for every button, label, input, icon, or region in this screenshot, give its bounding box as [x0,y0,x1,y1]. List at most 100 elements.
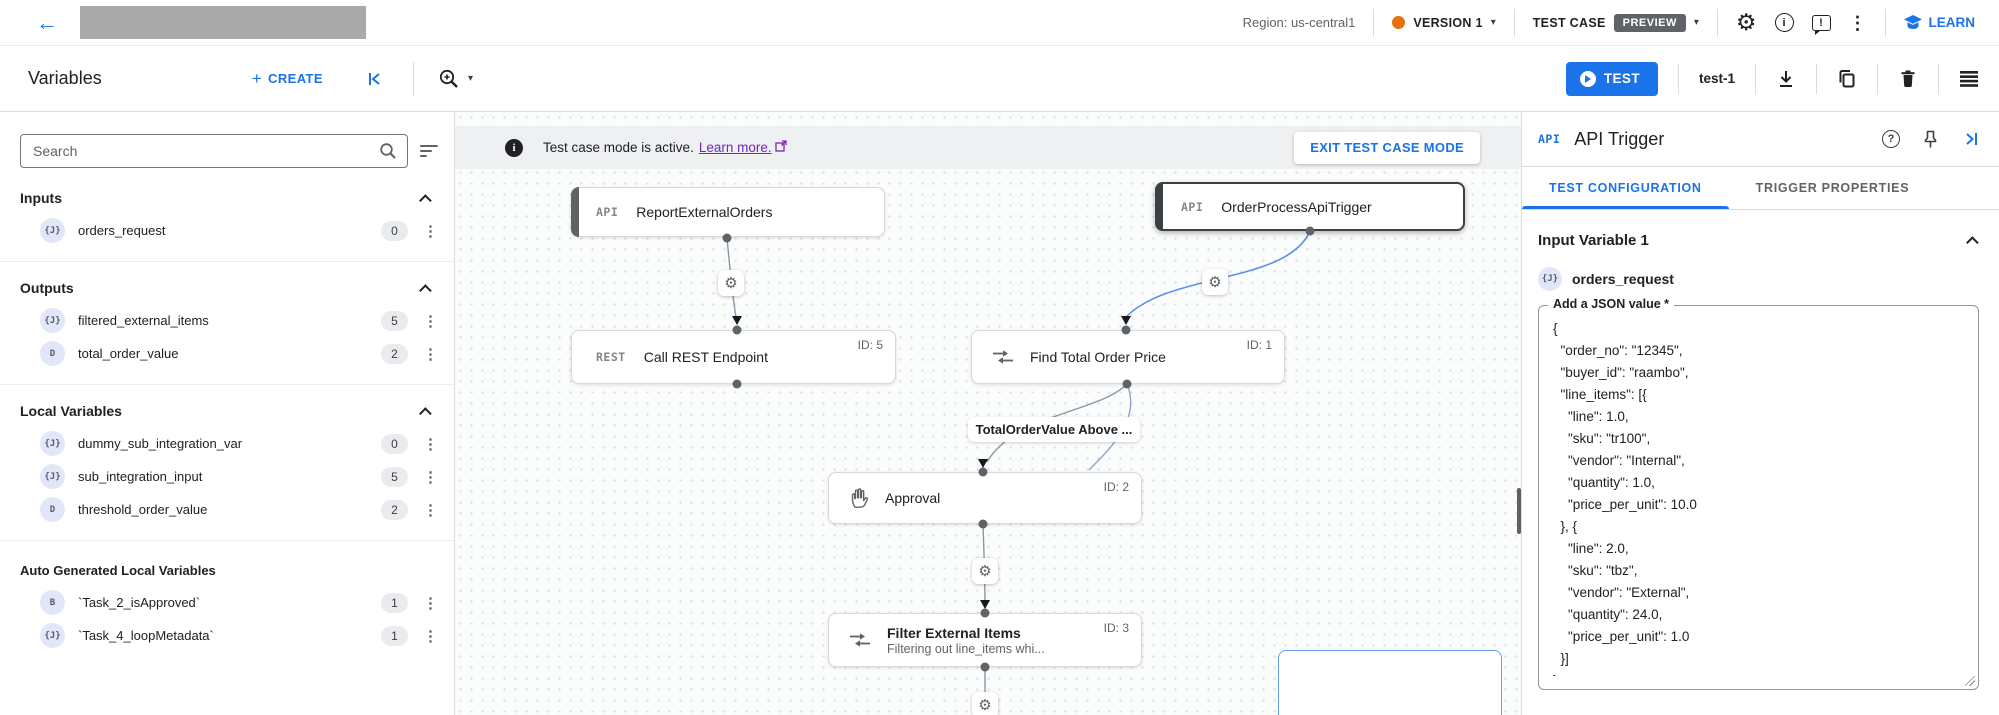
search-input-wrapper [20,134,408,168]
more-vert-icon[interactable]: ⋮ [423,501,438,519]
variable-row[interactable]: D total_order_value 2 ⋮ [0,337,454,370]
sort-icon[interactable] [420,145,438,157]
json-value-textarea[interactable]: { "order_no": "12345", "buyer_id": "raam… [1553,318,1966,676]
help-icon[interactable]: ? [1882,130,1900,148]
selection-highlight-box [1278,650,1502,715]
node-title: Call REST Endpoint [643,349,768,365]
section-title: Outputs [20,280,74,296]
more-vert-icon[interactable]: ⋮ [423,312,438,330]
more-vert-icon[interactable]: ⋮ [423,468,438,486]
variable-count-badge: 2 [381,499,408,520]
copy-icon[interactable] [1837,69,1857,89]
add-icon: + [251,68,263,88]
back-arrow-icon[interactable]: ← [36,9,58,35]
edge-condition-label[interactable]: TotalOrderValue Above ... [968,417,1140,442]
collapse-panel-left-icon[interactable] [365,69,385,89]
tab-test-configuration[interactable]: TEST CONFIGURATION [1522,167,1729,209]
more-vert-icon[interactable]: ⋮ [423,435,438,453]
node-subtitle: Filtering out line_items whi... [887,641,1045,656]
test-button-label: TEST [1603,71,1640,86]
variable-row[interactable]: {J} filtered_external_items 5 ⋮ [0,304,454,337]
api-trigger-badge: API [1538,132,1561,146]
node-report-external-orders[interactable]: API ReportExternalOrders [571,187,885,237]
chevron-up-icon [419,283,432,297]
section-header-local-variables[interactable]: Local Variables [0,385,454,427]
more-vert-icon[interactable]: ⋮ [1848,12,1867,33]
test-case-selector[interactable]: TEST CASE PREVIEW ▾ [1533,13,1699,32]
download-icon[interactable] [1776,69,1796,89]
variable-name: filtered_external_items [78,313,209,328]
search-input[interactable] [33,143,379,159]
panel-tabs: TEST CONFIGURATION TRIGGER PROPERTIES [1522,167,1999,210]
chevron-down-icon: ▾ [1693,17,1699,28]
feedback-icon[interactable]: ! [1811,14,1831,35]
create-variable-button[interactable]: + CREATE [252,69,323,89]
node-filter-external-items[interactable]: Filter External Items Filtering out line… [828,613,1142,667]
json-type-badge: {J} [40,218,65,243]
info-icon[interactable]: i [1774,13,1794,32]
settings-gear-icon[interactable]: ⚙ [1735,9,1757,35]
input-variable-section-title: Input Variable 1 [1538,232,1649,249]
node-title: Find Total Order Price [1030,349,1166,365]
resize-handle[interactable] [1965,676,1975,686]
exit-test-case-mode-button[interactable]: EXIT TEST CASE MODE [1294,131,1480,164]
edge-config-gear-icon[interactable]: ⚙ [972,692,998,715]
more-vert-icon[interactable]: ⋮ [423,345,438,363]
variable-name: `Task_4_loopMetadata` [78,628,214,643]
version-selector[interactable]: VERSION 1 ▾ [1392,16,1496,30]
json-field-label: Add a JSON value * [1548,297,1675,311]
tab-trigger-properties[interactable]: TRIGGER PROPERTIES [1755,181,1910,195]
more-vert-icon[interactable]: ⋮ [423,594,438,612]
variable-row[interactable]: {J} dummy_sub_integration_var 0 ⋮ [0,427,454,460]
variable-count-badge: 0 [381,433,408,454]
variable-name: orders_request [1572,271,1674,287]
json-type-badge: {J} [40,308,65,333]
divider [0,261,454,262]
divider [1513,8,1515,37]
top-app-bar: ← Region: us-central1 VERSION 1 ▾ TEST C… [0,0,1999,46]
chevron-up-icon[interactable] [1966,236,1979,249]
variable-count-badge: 5 [381,466,408,487]
collapse-panel-right-icon[interactable] [1961,129,1981,149]
variable-row[interactable]: D threshold_order_value 2 ⋮ [0,493,454,526]
node-title: Filter External Items [887,624,1021,641]
zoom-control[interactable]: ▾ [438,68,473,90]
node-call-rest-endpoint[interactable]: REST Call REST Endpoint ID: 5 [571,330,896,384]
more-vert-icon[interactable]: ⋮ [423,222,438,240]
info-icon: i [505,138,523,157]
learn-more-link[interactable]: Learn more. [698,140,772,155]
section-header-auto-generated: Auto Generated Local Variables [0,541,454,586]
learn-button[interactable]: LEARN [1903,15,1975,30]
canvas-scrollbar-thumb[interactable] [1517,488,1521,534]
variable-row[interactable]: {J} orders_request 0 ⋮ [0,214,454,247]
region-label: Region: us-central1 [1242,15,1356,30]
node-find-total-order-price[interactable]: Find Total Order Price ID: 1 [971,330,1285,384]
pin-icon[interactable] [1922,130,1939,149]
chevron-down-icon: ▾ [1490,17,1496,28]
edge-config-gear-icon[interactable]: ⚙ [972,558,998,584]
delete-icon[interactable] [1898,69,1918,89]
dense-menu-icon[interactable] [1959,70,1979,88]
trigger-accent-bar [1155,182,1163,231]
variable-row[interactable]: {J} `Task_4_loopMetadata` 1 ⋮ [0,619,454,652]
api-trigger-badge: API [596,205,619,219]
more-vert-icon[interactable]: ⋮ [423,627,438,645]
node-approval[interactable]: Approval ID: 2 [828,472,1142,524]
integration-canvas[interactable]: i Test case mode is active. Learn more. … [455,112,1521,715]
variable-name: `Task_2_isApproved` [78,595,201,610]
variable-row[interactable]: B `Task_2_isApproved` 1 ⋮ [0,586,454,619]
variable-row[interactable]: {J} sub_integration_input 5 ⋮ [0,460,454,493]
test-button[interactable]: TEST [1565,61,1658,96]
integration-title-redacted [80,6,366,39]
section-header-inputs[interactable]: Inputs [0,172,454,214]
node-order-process-api-trigger[interactable]: API OrderProcessApiTrigger [1155,182,1465,231]
variables-sidebar: Inputs {J} orders_request 0 ⋮ Outputs {J… [0,112,455,715]
edge-config-gear-icon[interactable]: ⚙ [718,270,744,296]
section-title: Auto Generated Local Variables [20,563,216,578]
divider [1877,63,1878,94]
edge-config-gear-icon[interactable]: ⚙ [1202,269,1228,295]
preview-badge: PREVIEW [1613,13,1686,32]
school-icon [1903,15,1922,29]
section-header-outputs[interactable]: Outputs [0,262,454,304]
variable-count-badge: 5 [381,310,408,331]
